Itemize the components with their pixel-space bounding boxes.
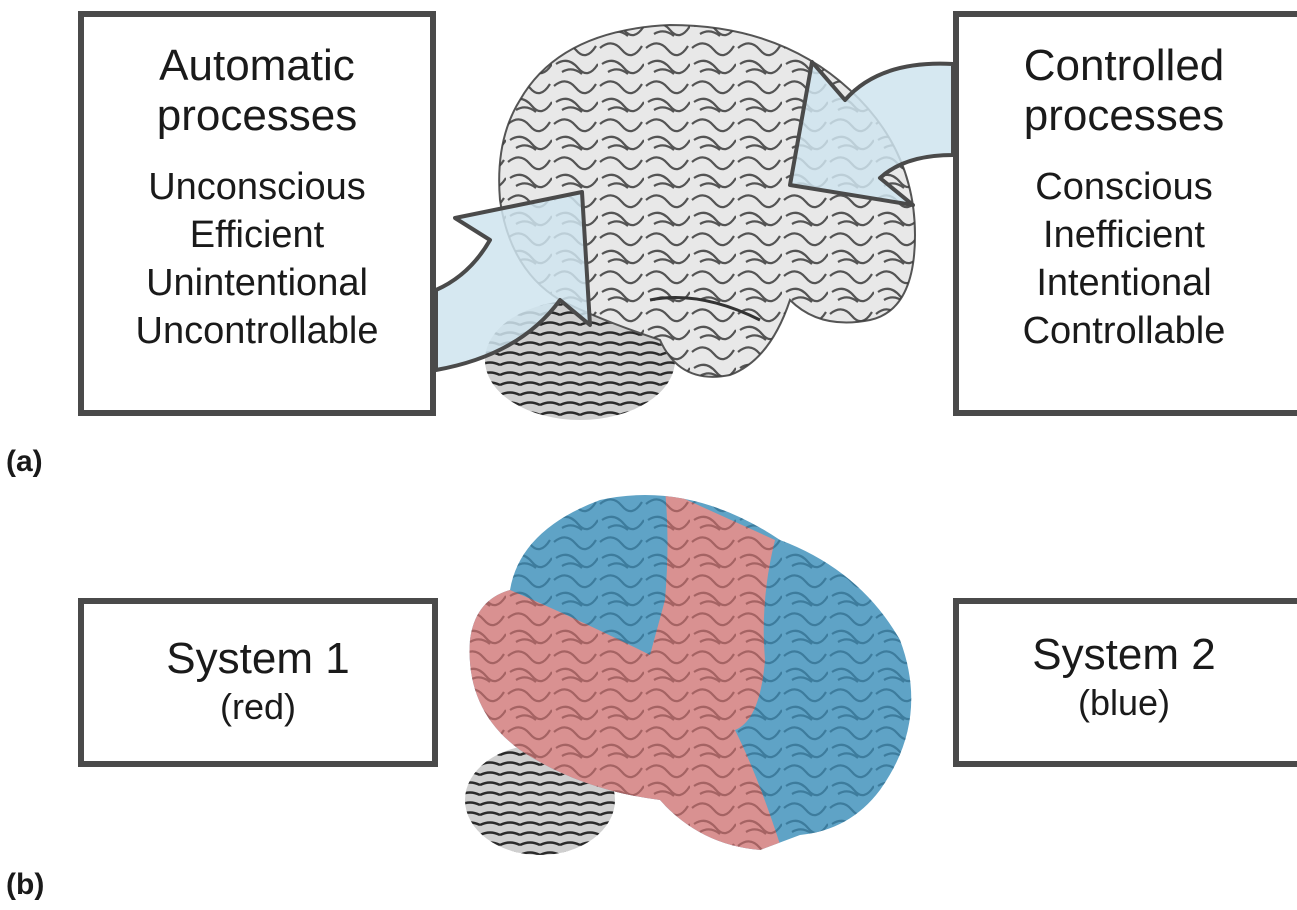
automatic-title-line1: Automatic (159, 41, 355, 90)
controlled-features-list: Conscious Inefficient Intentional Contro… (959, 163, 1289, 355)
system-1-title: System 1 (166, 634, 350, 683)
automatic-features-list: Unconscious Efficient Unintentional Unco… (84, 163, 430, 355)
controlled-feature-item: Intentional (1036, 262, 1212, 304)
automatic-title-line2: processes (156, 91, 358, 140)
automatic-feature-item: Efficient (189, 214, 325, 256)
controlled-title-line2: processes (1023, 91, 1225, 140)
system-2-box: System 2 (blue) (953, 598, 1297, 767)
brain-b-illustration (465, 495, 912, 855)
system-1-subtitle: (red) (219, 686, 296, 727)
controlled-processes-box: Controlled processes Conscious Inefficie… (953, 11, 1297, 416)
brain-a-illustration (485, 23, 917, 420)
controlled-feature-item: Inefficient (1043, 214, 1205, 256)
automatic-feature-item: Unintentional (146, 262, 368, 304)
controlled-feature-item: Conscious (1035, 166, 1213, 208)
automatic-feature-item: Unconscious (148, 166, 366, 208)
controlled-title-line1: Controlled (1023, 41, 1225, 90)
system-2-subtitle: (blue) (1077, 682, 1171, 723)
system-2-title: System 2 (1032, 630, 1216, 679)
panel-a-label: (a) (6, 445, 43, 478)
controlled-feature-item: Controllable (1022, 310, 1226, 352)
automatic-processes-box: Automatic processes Unconscious Efficien… (78, 11, 436, 416)
panel-b-label: (b) (6, 868, 45, 901)
system-1-box: System 1 (red) (78, 598, 438, 767)
automatic-feature-item: Uncontrollable (135, 310, 379, 352)
